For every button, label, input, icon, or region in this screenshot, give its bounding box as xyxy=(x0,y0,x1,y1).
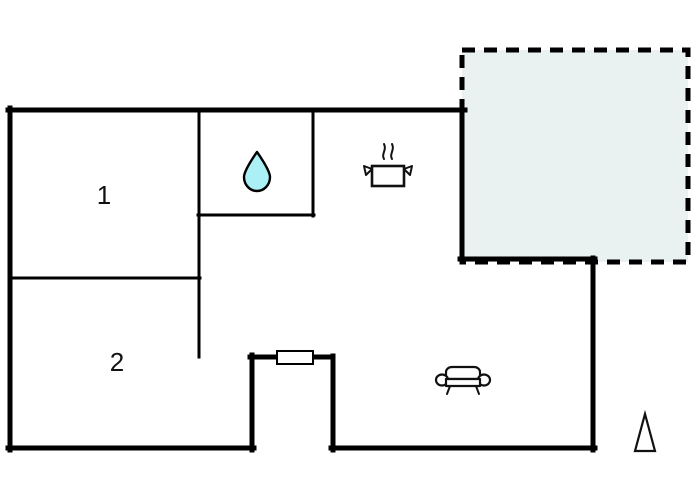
door-opening xyxy=(276,350,314,365)
sofa-icon xyxy=(434,365,492,395)
exterior-walls-group xyxy=(5,105,598,453)
interior-walls-group xyxy=(8,108,316,359)
room-label-2: 2 xyxy=(110,347,124,377)
north-arrow-icon xyxy=(633,409,657,453)
terrace-area xyxy=(459,47,691,265)
water-drop-icon xyxy=(242,150,272,193)
cooking-pot-icon xyxy=(363,143,413,188)
room-label-1: 1 xyxy=(97,180,111,210)
